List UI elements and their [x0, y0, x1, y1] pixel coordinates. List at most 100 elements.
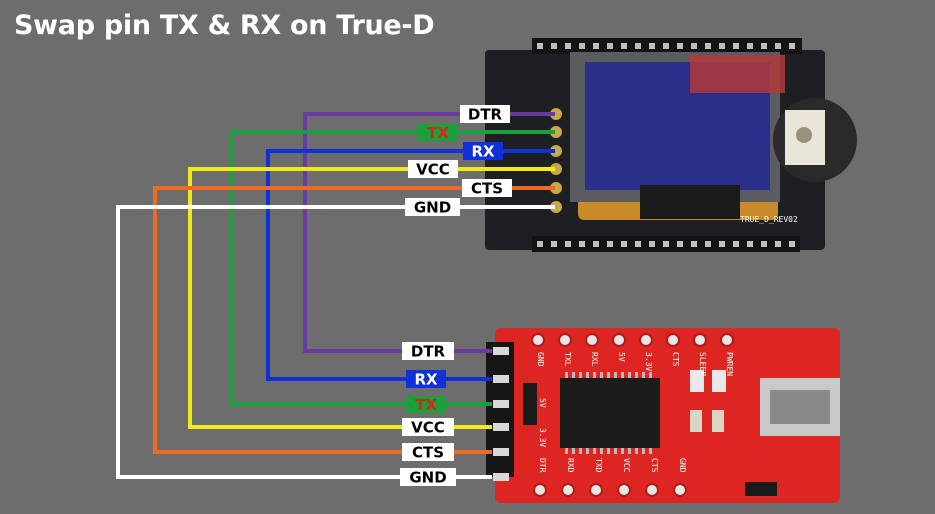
top-pin-pad — [550, 108, 562, 120]
ftdi-bottom-silk-label: CTS — [650, 458, 659, 473]
ftdi-header-pin — [493, 375, 509, 383]
header-pin — [649, 43, 655, 49]
ftdi-top-pad — [693, 333, 707, 347]
ftdi-chip — [560, 378, 660, 448]
ftdi-bottom-pad — [673, 483, 687, 497]
chip-leg — [607, 372, 610, 378]
header-pin — [635, 241, 641, 247]
ftdi-header-pin — [493, 423, 509, 431]
chip-leg — [642, 448, 645, 454]
wire-cts — [153, 186, 555, 454]
ftdi-header-pins — [493, 347, 509, 481]
bottom-label-gnd: GND — [400, 468, 456, 487]
switch-knob — [796, 127, 812, 143]
ftdi-top-pad — [666, 333, 680, 347]
ftdi-top-pad — [531, 333, 545, 347]
chip-leg — [579, 372, 582, 378]
header-pin — [691, 241, 697, 247]
header-pin — [747, 43, 753, 49]
svg-text:TX: TX — [415, 396, 437, 414]
wire-vcc — [188, 167, 555, 429]
ftdi-pad-rows — [531, 333, 734, 497]
ftdi-top-pad — [585, 333, 599, 347]
top-pin-pad — [550, 126, 562, 138]
svg-text:VCC: VCC — [416, 161, 450, 179]
svg-text:RX: RX — [414, 371, 438, 389]
header-pin — [677, 241, 683, 247]
led-1 — [690, 370, 704, 392]
header-pin — [719, 241, 725, 247]
wire-dtr — [303, 112, 555, 353]
ftdi-bottom-silk-label: DTR — [538, 458, 547, 473]
chip-leg — [593, 372, 596, 378]
board-silkscreen: TRUE_D_REV02 — [740, 215, 798, 224]
header-pin — [551, 43, 557, 49]
header-pin — [537, 241, 543, 247]
ftdi-bottom-pad — [645, 483, 659, 497]
true-d-board: TRUE_D_REV02 — [485, 38, 857, 252]
svg-text:RX: RX — [471, 143, 495, 161]
header-pin — [663, 43, 669, 49]
ftdi-top-silk-label: 5V — [617, 352, 626, 362]
chip-leg — [572, 448, 575, 454]
chip-leg — [600, 448, 603, 454]
chip-leg — [635, 372, 638, 378]
svg-text:CTS: CTS — [412, 444, 444, 462]
ftdi-top-pad — [558, 333, 572, 347]
header-pin — [537, 43, 543, 49]
ftdi-bottom-silk-label: VCC — [622, 458, 631, 473]
diagram-title: Swap pin TX & RX on True-D — [14, 10, 435, 41]
voltage-jumper — [523, 383, 537, 425]
red-tape — [690, 55, 785, 93]
usb-opening — [770, 390, 830, 424]
ftdi-header — [486, 342, 514, 477]
chip-leg — [614, 372, 617, 378]
wire-gnd — [116, 205, 555, 479]
ftdi-top-silk-label: RXL — [590, 352, 599, 367]
svg-text:GND: GND — [414, 199, 451, 217]
oled-connector — [640, 185, 740, 219]
bottom-label-vcc: VCC — [402, 418, 454, 437]
ftdi-header-pin — [493, 347, 509, 355]
chip-leg — [579, 448, 582, 454]
bottom-label-tx: TX — [406, 396, 446, 414]
ftdi-top-silk-label: PWREN — [725, 352, 734, 376]
svg-text:CTS: CTS — [471, 180, 503, 198]
header-pin — [789, 241, 795, 247]
header-pin — [719, 43, 725, 49]
header-pin — [663, 241, 669, 247]
chip-leg — [607, 448, 610, 454]
ftdi-top-silk-label: GND — [536, 352, 545, 367]
wire-tx-green — [230, 130, 555, 406]
svg-text:DTR: DTR — [468, 106, 503, 124]
top-label-tx: TX — [418, 124, 458, 142]
bottom-pin-labels: DTR RX TX VCC CTS GND — [400, 342, 456, 487]
header-pin — [607, 241, 613, 247]
chip-leg — [586, 372, 589, 378]
ftdi-bottom-silk-label: TXD — [594, 458, 603, 473]
jumper-label-3v3: 3.3V — [538, 428, 547, 447]
svg-text:TX: TX — [427, 124, 449, 142]
chip-leg — [628, 448, 631, 454]
header-pin — [747, 241, 753, 247]
resistor-1 — [690, 410, 702, 432]
header-pin — [635, 43, 641, 49]
header-pin — [607, 43, 613, 49]
chip-leg — [586, 448, 589, 454]
chip-leg — [642, 372, 645, 378]
chip-leg — [565, 448, 568, 454]
ftdi-top-pad — [612, 333, 626, 347]
top-label-dtr: DTR — [460, 105, 510, 124]
ftdi-header-pin — [493, 400, 509, 408]
header-pin — [775, 241, 781, 247]
header-pin — [593, 241, 599, 247]
header-pin — [733, 43, 739, 49]
header-pin — [649, 241, 655, 247]
ftdi-pcb — [495, 328, 840, 503]
top-label-rx: RX — [463, 142, 503, 161]
ftdi-top-silk-label: 3.3V — [644, 352, 653, 371]
ftdi-top-silk-label: SLEEP — [698, 352, 707, 376]
bottom-label-dtr: DTR — [402, 342, 454, 361]
header-pin — [761, 241, 767, 247]
